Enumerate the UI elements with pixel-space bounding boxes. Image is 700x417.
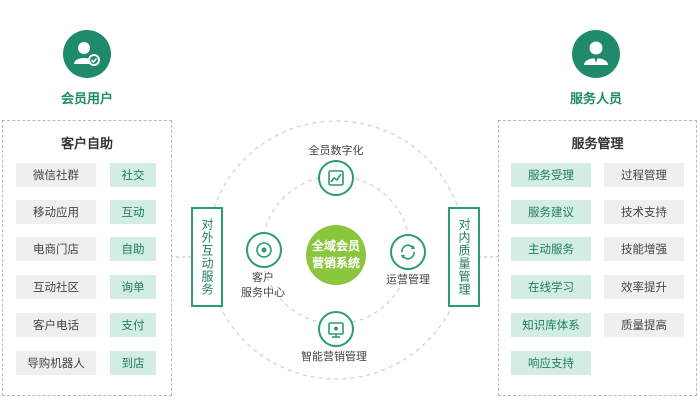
left-node-label-1: 客户 (252, 271, 274, 284)
service-cell: 响应支持 (511, 351, 591, 375)
member-user-label: 会员用户 (60, 92, 113, 107)
channel-cell: 客户电话 (16, 313, 96, 337)
channel-cell: 互动社区 (16, 275, 96, 299)
service-cell: 在线学习 (511, 275, 591, 299)
core-line-1: 全域会员 (311, 239, 360, 253)
service-staff-icon (572, 30, 620, 78)
action-cell: 到店 (110, 351, 156, 375)
top-node-label: 全员数字化 (308, 144, 364, 157)
core-system-circle: 全域会员 营销系统 (306, 225, 366, 285)
management-cell: 质量提高 (604, 313, 684, 337)
service-cell: 服务受理 (511, 163, 591, 187)
refresh-icon (390, 234, 426, 270)
marketing-icon (318, 311, 354, 347)
channel-cell: 移动应用 (16, 200, 96, 224)
bottom-node-label: 智能营销管理 (301, 350, 367, 363)
service-staff-label: 服务人员 (569, 92, 622, 107)
action-cell: 互动 (110, 200, 156, 224)
service-cell: 知识库体系 (511, 313, 591, 337)
service-management-title: 服务管理 (571, 137, 624, 152)
action-cell: 社交 (110, 163, 156, 187)
action-cell: 询单 (110, 275, 156, 299)
service-cell: 主动服务 (511, 237, 591, 261)
management-cell: 效率提升 (604, 275, 684, 299)
management-cell: 技能增强 (604, 237, 684, 261)
action-cell: 支付 (110, 313, 156, 337)
channel-cell: 微信社群 (16, 163, 96, 187)
left-node-label-2: 服务中心 (241, 286, 285, 299)
external-interaction-box: 对外互动服务 (191, 207, 223, 307)
channel-cell: 电商门店 (16, 237, 96, 261)
service-center-icon (246, 232, 282, 268)
internal-quality-box: 对内质量管理 (448, 207, 480, 307)
chart-icon (318, 160, 354, 196)
customer-self-service-title: 客户自助 (60, 137, 113, 152)
management-cell: 过程管理 (604, 163, 684, 187)
management-cell: 技术支持 (604, 200, 684, 224)
service-cell: 服务建议 (511, 200, 591, 224)
action-cell: 自助 (110, 237, 156, 261)
right-node-label: 运营管理 (386, 273, 430, 286)
member-user-icon (63, 30, 111, 78)
core-line-2: 营销系统 (311, 256, 360, 270)
channel-cell: 导购机器人 (16, 351, 96, 375)
